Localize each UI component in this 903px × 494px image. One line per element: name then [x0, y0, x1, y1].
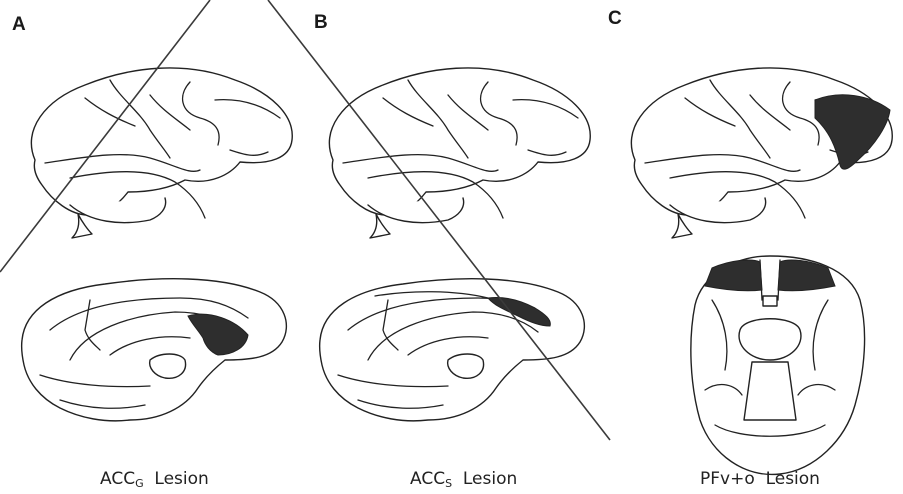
- panel-label-a: A: [12, 14, 26, 36]
- panel-label-b: B: [314, 12, 328, 34]
- caption-c-main: PFv+o: [700, 469, 755, 489]
- panel-a-lateral-brain: [31, 68, 292, 238]
- caption-a-sub: G: [135, 477, 144, 490]
- caption-b-sub: S: [445, 477, 452, 490]
- panel-a-medial-brain: [22, 279, 287, 421]
- panel-c-ventral-lesion-left: [705, 260, 762, 291]
- caption-b-main: ACC: [410, 469, 445, 489]
- panel-c-ventral-lesion-right: [778, 260, 835, 291]
- caption-panel-a: ACCG Lesion: [100, 469, 209, 490]
- panel-b-lateral-brain: [329, 68, 590, 238]
- caption-panel-c: PFv+o Lesion: [700, 469, 820, 489]
- caption-a-main: ACC: [100, 469, 135, 489]
- panel-b-medial-brain: [320, 279, 585, 421]
- caption-panel-b: ACCS Lesion: [410, 469, 517, 490]
- caption-b-tail: Lesion: [463, 469, 517, 489]
- panel-label-c: C: [608, 8, 622, 30]
- caption-a-tail: Lesion: [154, 469, 208, 489]
- caption-c-tail: Lesion: [766, 469, 820, 489]
